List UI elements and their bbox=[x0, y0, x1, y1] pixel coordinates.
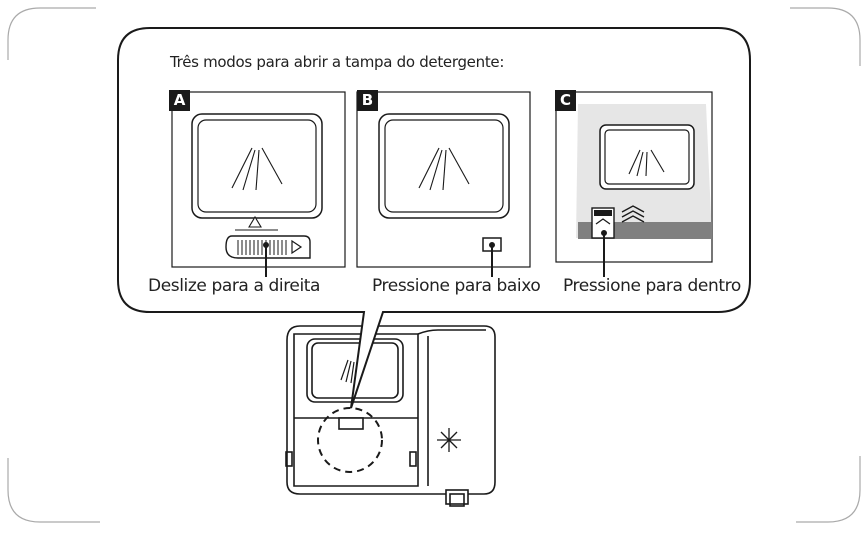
panel-b-illustration bbox=[356, 91, 531, 277]
panel-c-badge: C bbox=[555, 90, 576, 111]
dashed-highlight-circle bbox=[317, 407, 383, 473]
panel-a-caption: Deslize para a direita bbox=[148, 276, 321, 296]
callout-title: Três modos para abrir a tampa do deterge… bbox=[170, 53, 505, 71]
corner-frame bbox=[7, 7, 861, 523]
panel-b-badge: B bbox=[357, 90, 378, 111]
detergent-window-glare-icon bbox=[418, 147, 470, 191]
panel-c-illustration bbox=[555, 91, 713, 277]
detergent-window-glare-icon bbox=[628, 149, 665, 177]
latch-chevron-icon bbox=[621, 205, 645, 223]
panel-b-caption: Pressione para baixo bbox=[372, 276, 541, 296]
detergent-window-glare-icon bbox=[231, 147, 283, 191]
panel-a-illustration bbox=[171, 91, 346, 277]
dispenser-illustration bbox=[285, 325, 496, 507]
panel-a-badge: A bbox=[169, 90, 190, 111]
rinse-aid-sparkle-icon bbox=[437, 428, 461, 452]
panel-c-caption: Pressione para dentro bbox=[563, 276, 741, 296]
